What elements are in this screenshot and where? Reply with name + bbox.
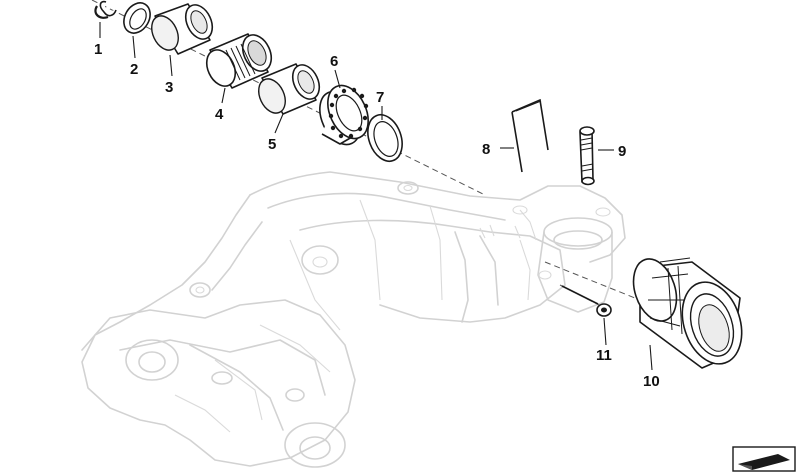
part-10-cylinder-insert <box>632 257 743 369</box>
part-3-sleeve <box>151 3 214 55</box>
part-11-screw <box>561 285 612 317</box>
callout-10: 10 <box>643 373 660 390</box>
callout-labels: 1 2 3 4 5 6 7 8 9 10 11 <box>94 41 660 390</box>
part-7-seal-ring <box>367 113 403 163</box>
callout-2: 2 <box>130 61 138 78</box>
callout-4: 4 <box>215 106 224 123</box>
part-8-wire-spring <box>511 98 549 173</box>
callout-8: 8 <box>482 141 490 158</box>
wedge-icon <box>732 446 796 472</box>
callout-3: 3 <box>165 79 173 96</box>
part-2-ring <box>123 2 151 34</box>
part-6-ball-bearing <box>319 84 369 146</box>
leader-lines <box>99 22 653 371</box>
callout-5: 5 <box>268 136 276 153</box>
part-5-sleeve <box>258 63 321 115</box>
callout-11: 11 <box>596 347 612 364</box>
callout-1: 1 <box>94 41 102 58</box>
callout-7: 7 <box>376 89 384 106</box>
part-1-circlip <box>94 0 117 19</box>
callout-6: 6 <box>330 53 338 70</box>
callout-9: 9 <box>618 143 626 160</box>
part-9-stud-bolt <box>579 126 595 186</box>
swingarm-housing <box>81 171 626 468</box>
part-4-needle-bearing <box>205 33 273 89</box>
